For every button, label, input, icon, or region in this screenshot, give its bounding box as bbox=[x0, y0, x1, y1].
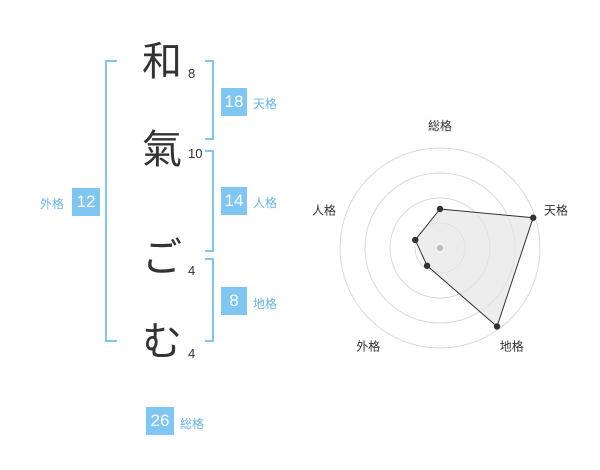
radar-point-3 bbox=[493, 323, 501, 330]
radar-axis-label-3: 地格 bbox=[500, 339, 524, 354]
radar-axis-label-5: 人格 bbox=[312, 202, 336, 217]
stroke-count-1: 8 bbox=[188, 66, 196, 81]
radar-point-2 bbox=[530, 214, 537, 221]
soukaku-label: 総格 bbox=[180, 417, 205, 431]
radar-point-4 bbox=[423, 262, 431, 269]
radar-center-dot bbox=[437, 245, 443, 251]
radar-point-5 bbox=[412, 236, 419, 244]
radar-axis-label-4: 外格 bbox=[356, 339, 380, 354]
chikaku-label: 地格 bbox=[253, 297, 278, 311]
radar-axis-label-1: 総格 bbox=[428, 118, 452, 133]
tenkaku-score: 18 bbox=[221, 88, 247, 116]
stroke-count-3: 4 bbox=[188, 263, 196, 278]
radar-ring-4 bbox=[339, 147, 541, 349]
soukaku-score: 26 bbox=[146, 407, 174, 435]
radar-axis-label-2: 天格 bbox=[544, 202, 568, 217]
stroke-count-2: 10 bbox=[188, 146, 203, 161]
gaikaku-score: 12 bbox=[72, 188, 100, 216]
stroke-count-4: 4 bbox=[188, 346, 196, 361]
jinkaku-bracket bbox=[205, 150, 214, 252]
jinkaku-label: 人格 bbox=[253, 196, 278, 210]
tenkaku-bracket bbox=[205, 60, 214, 140]
radar-series-polygon bbox=[414, 208, 534, 328]
radar-point-1 bbox=[436, 205, 444, 213]
name-char-1: 和 bbox=[142, 39, 182, 85]
chikaku-score: 8 bbox=[221, 287, 247, 315]
name-char-2: 氣 bbox=[142, 127, 182, 173]
gaikaku-bracket bbox=[105, 60, 117, 342]
chikaku-bracket bbox=[205, 258, 214, 342]
gaikaku-label: 外格 bbox=[40, 197, 65, 211]
jinkaku-score: 14 bbox=[221, 187, 247, 215]
name-char-3: ご bbox=[142, 235, 182, 281]
name-char-4: む bbox=[142, 319, 182, 365]
tenkaku-label: 天格 bbox=[253, 97, 278, 111]
